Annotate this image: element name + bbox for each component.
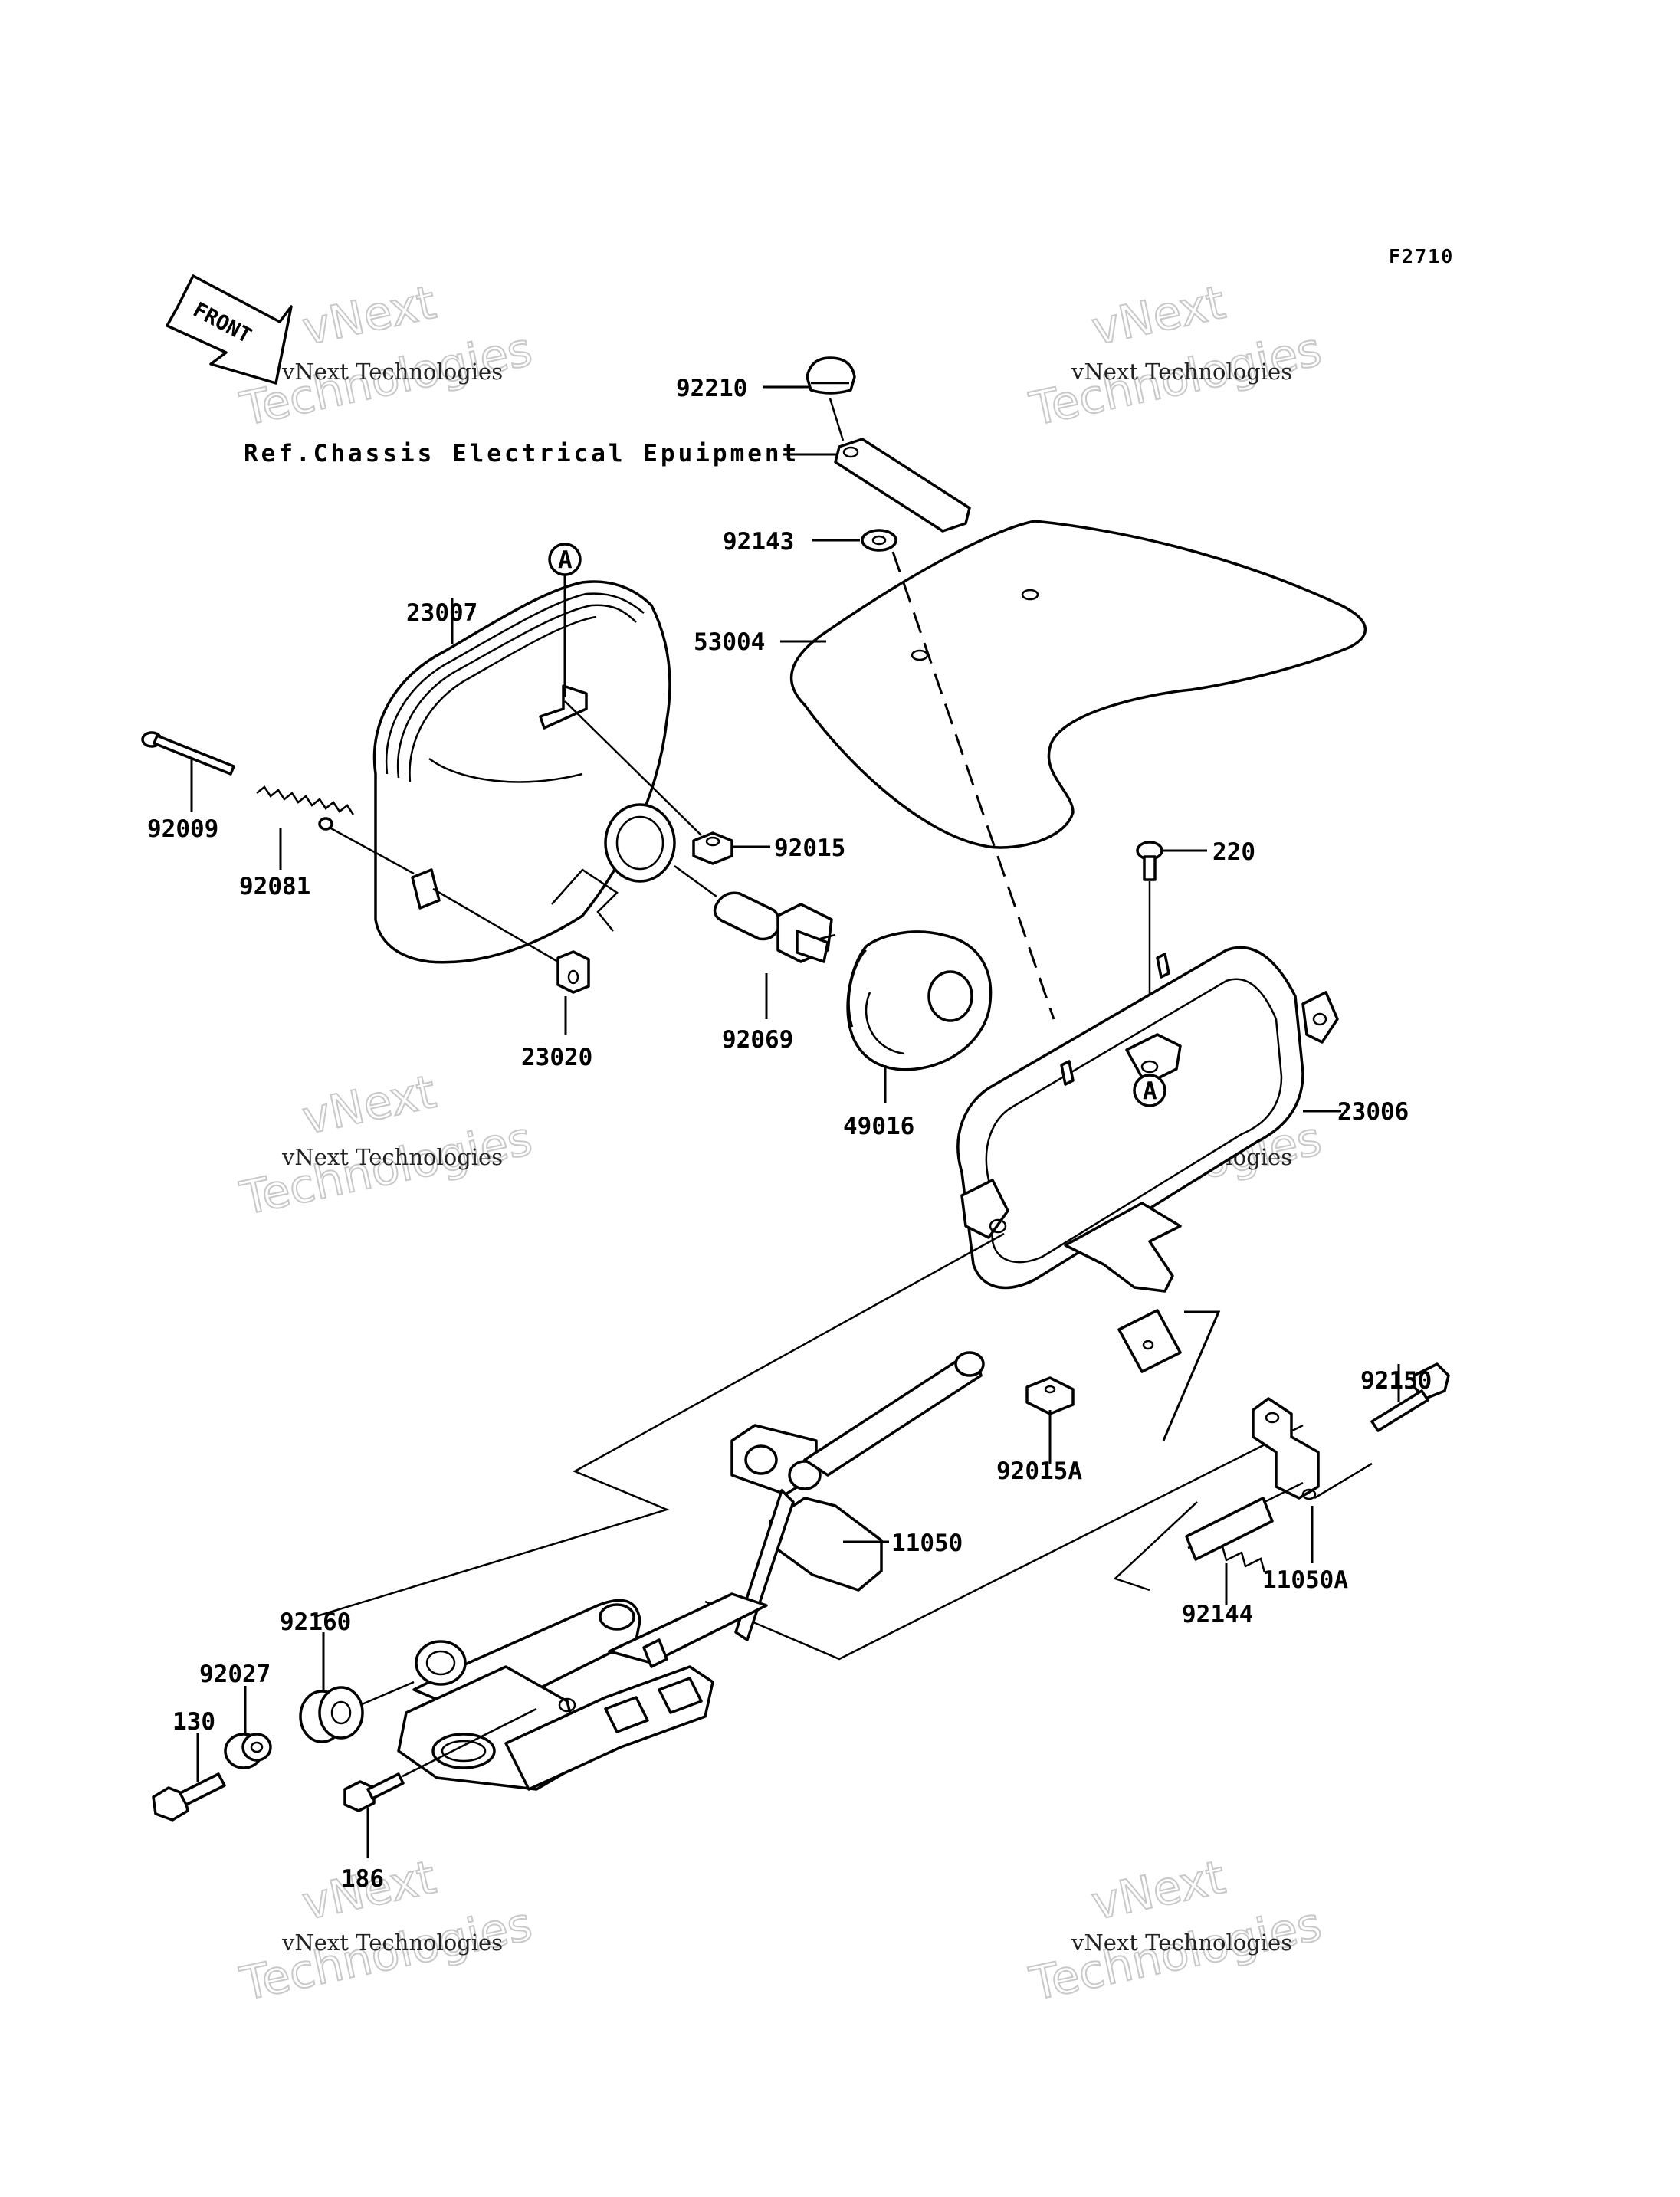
cover-plate-53004	[789, 520, 1367, 849]
bracket-11050	[730, 1351, 985, 1641]
part-label-23006: 23006	[1337, 1098, 1409, 1126]
watermark-text: vNext Technologies	[1071, 1930, 1292, 1956]
watermark-bottom-right: vNext Technologies vNext Technologies	[1025, 1850, 1327, 2012]
nut-92015a	[1025, 1309, 1182, 1415]
bolt-130	[152, 1772, 226, 1822]
part-label-92210: 92210	[676, 375, 747, 402]
part-label-53004: 53004	[694, 628, 765, 656]
screw-220	[1136, 841, 1163, 881]
collar-92027	[224, 1733, 272, 1769]
clip-23020	[556, 950, 590, 994]
part-label-92081: 92081	[239, 873, 310, 900]
front-arrow-icon: FRONT	[166, 274, 293, 385]
callout-marker-a-bottom: A	[1133, 1074, 1166, 1107]
headlight-frame-23006	[956, 946, 1339, 1293]
watermark-text: vNext Technologies	[281, 1930, 503, 1956]
watermark-mid-left: vNext Technologies vNext Technologies	[235, 1064, 538, 1227]
nut-92015	[692, 831, 733, 865]
spring-92144	[1185, 1497, 1274, 1573]
part-label-92027: 92027	[199, 1661, 271, 1688]
watermark-text: vNext Technologies	[1071, 359, 1292, 385]
watermark-top-right: vNext Technologies vNext Technologies	[1025, 275, 1327, 438]
part-label-92144: 92144	[1182, 1601, 1253, 1628]
bulb-92069	[713, 891, 836, 963]
part-label-92015A: 92015A	[996, 1458, 1082, 1485]
bolt-186	[343, 1772, 405, 1812]
callout-marker-a-top: A	[548, 543, 582, 576]
bracket-11050a	[1252, 1397, 1320, 1500]
spring-92081	[256, 785, 355, 831]
rubber-boot-49016	[846, 930, 993, 1071]
part-label-92009: 92009	[147, 815, 218, 843]
part-label-23007: 23007	[406, 599, 477, 627]
svg-text:vNext: vNext	[1088, 1851, 1230, 1931]
washer-92143	[861, 529, 897, 552]
part-label-92143: 92143	[723, 528, 794, 556]
svg-text:A: A	[558, 546, 573, 574]
figure-code: F2710	[1389, 245, 1454, 267]
cap-nut-92210	[806, 356, 856, 395]
svg-text:vNext: vNext	[298, 1065, 441, 1146]
part-label-92160: 92160	[280, 1608, 351, 1636]
watermark-text: vNext Technologies	[281, 1144, 503, 1170]
reference-note: Ref.Chassis Electrical Epuipment	[244, 440, 799, 467]
headlight-23007	[372, 580, 676, 964]
svg-text:A: A	[1143, 1077, 1157, 1105]
svg-text:vNext: vNext	[1088, 276, 1230, 356]
mount-assembly	[397, 1592, 768, 1791]
bolt-92009	[141, 731, 235, 776]
watermark-text: vNext Technologies	[281, 359, 503, 385]
part-label-23020: 23020	[521, 1044, 592, 1071]
part-label-11050: 11050	[891, 1530, 963, 1557]
part-label-186: 186	[341, 1865, 384, 1893]
part-label-220: 220	[1212, 838, 1255, 866]
part-label-49016: 49016	[843, 1113, 914, 1140]
part-label-130: 130	[172, 1708, 215, 1736]
grommet-92160	[299, 1686, 364, 1743]
part-label-92150: 92150	[1360, 1367, 1432, 1395]
part-label-11050A: 11050A	[1262, 1566, 1348, 1594]
mount-strip	[834, 438, 971, 533]
watermark-bottom-left: vNext Technologies vNext Technologies	[235, 1850, 538, 2012]
part-label-92015: 92015	[774, 835, 845, 862]
part-label-92069: 92069	[722, 1026, 793, 1054]
svg-text:vNext: vNext	[298, 276, 441, 356]
bolt-92150	[1370, 1362, 1450, 1432]
